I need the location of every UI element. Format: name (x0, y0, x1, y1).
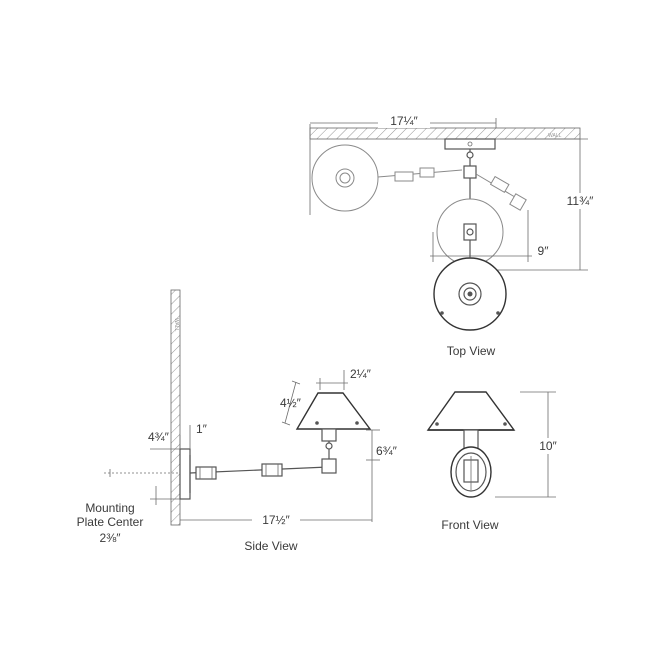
mounting-line2: Plate Center (77, 515, 144, 529)
top-offset-label: 9″ (538, 244, 550, 258)
side-view-label: Side View (244, 539, 297, 553)
top-width-label: 17¼″ (390, 114, 418, 128)
side-view: WALL 4¾″ 1″ Mounting Plate Center 2⅜″ (77, 289, 398, 553)
front-view-label: Front View (441, 518, 498, 532)
top-view-label: Top View (447, 344, 496, 358)
side-wall-gap-label: 1″ (196, 422, 208, 436)
top-wall (309, 127, 581, 140)
front-height-label: 10″ (539, 439, 557, 453)
top-wall-tag: WALL (548, 133, 562, 139)
side-wall-tag: WALL (173, 318, 179, 332)
side-backplate (179, 448, 191, 500)
front-view: 10″ Front View (426, 391, 564, 532)
side-backplate-label: 4¾″ (148, 430, 170, 444)
side-shade-drop-label: 6¾″ (376, 444, 398, 458)
top-wall-plate (444, 138, 496, 150)
mounting-line1: Mounting (85, 501, 134, 515)
side-wall (170, 289, 181, 526)
side-extension-label: 17½″ (262, 513, 290, 527)
top-view: WALL 17¼″ 11¾″ (309, 114, 602, 358)
side-shade (295, 392, 372, 430)
top-depth-label: 11¾″ (567, 194, 594, 208)
side-shade-top-label: 2¼″ (350, 367, 372, 381)
mounting-value: 2⅜″ (100, 531, 122, 545)
side-shade-slope-label: 4½″ (280, 396, 302, 410)
front-shade (426, 391, 516, 431)
